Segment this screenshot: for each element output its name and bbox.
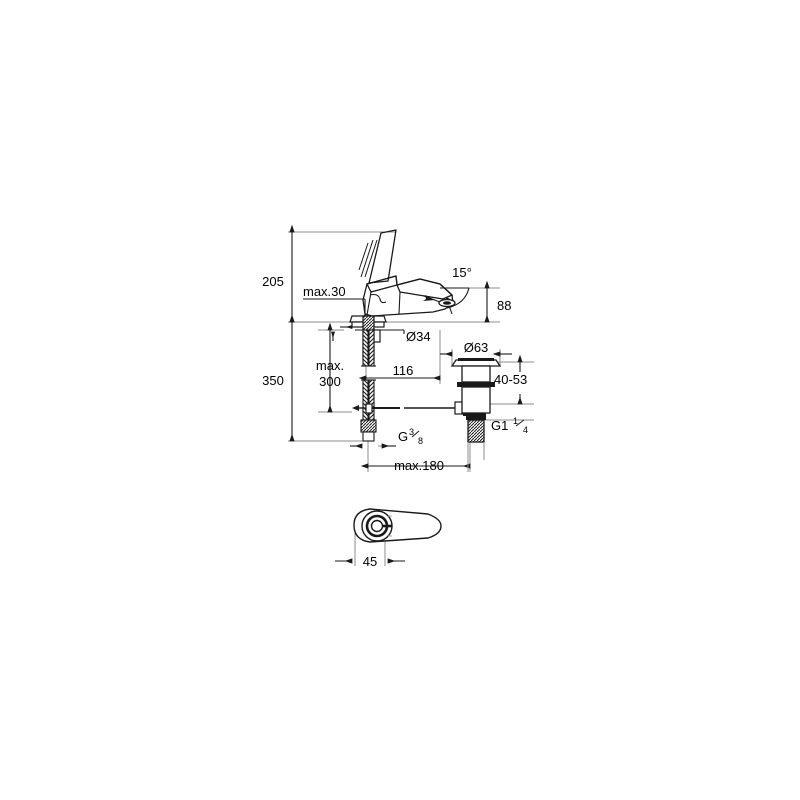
handle-top-view xyxy=(353,508,442,543)
dimension-max180: max.180 xyxy=(360,458,471,473)
dimension-g1-label: G1 xyxy=(491,418,508,433)
lever-motion-lines xyxy=(358,239,378,278)
dimension-g-3-8: G 3 8 xyxy=(350,427,423,449)
dimension-45-label: 45 xyxy=(363,554,377,569)
dimension-350: 350 xyxy=(262,314,295,442)
waste-flange-lip xyxy=(458,358,494,361)
lift-rod-pivot xyxy=(365,403,373,414)
shank-deck-arrows xyxy=(331,325,353,341)
dimension-15deg-label: 15° xyxy=(452,265,472,280)
dimension-g38-numerator: 3 xyxy=(409,427,414,437)
hose-end-fitting xyxy=(360,419,377,433)
dimension-88-label: 88 xyxy=(497,298,511,313)
dimension-205-label: 205 xyxy=(262,274,284,289)
dimension-max300: max. 300 xyxy=(316,322,344,413)
dimension-88: 88 xyxy=(484,280,511,323)
dimension-45: 45 xyxy=(335,554,405,569)
dimension-max300-label-line2: 300 xyxy=(319,374,341,389)
hose-end-nut xyxy=(362,431,375,442)
dimension-350-label: 350 xyxy=(262,373,284,388)
dimension-max30-label: max.30 xyxy=(303,284,346,299)
dimension-205: 205 xyxy=(262,224,295,323)
mounting-bracket xyxy=(373,329,381,343)
dimension-g-letter: G xyxy=(398,429,408,444)
supply-hose-left-lower xyxy=(362,379,369,421)
dimension-g1-1-4: G1 1 4 xyxy=(491,416,528,435)
dimension-g38-denominator: 8 xyxy=(418,436,423,446)
waste-extension-lines xyxy=(467,442,485,472)
dimension-dia63-label: Ø63 xyxy=(464,340,489,355)
supply-hose-left-upper xyxy=(362,329,369,367)
waste-upper-barrel xyxy=(461,365,491,383)
dimension-dia63: Ø63 xyxy=(440,340,512,357)
dimension-116-label: 116 xyxy=(393,363,414,378)
spout-top-face xyxy=(396,278,453,300)
waste-tail-collar xyxy=(466,413,486,420)
supply-hose-right-upper xyxy=(368,329,375,367)
waste-tailpiece-thread xyxy=(467,419,485,443)
faucet-front-view xyxy=(358,229,456,317)
dimension-g1-numerator: 1 xyxy=(513,416,518,426)
supply-hose-right-lower xyxy=(368,379,375,421)
dimension-g1-denominator: 4 xyxy=(523,425,528,435)
popup-waste-assembly xyxy=(450,358,502,443)
body-top-face xyxy=(366,275,398,293)
dimension-max300-label-line1: max. xyxy=(316,358,344,373)
dimension-max180-label: max.180 xyxy=(394,458,444,473)
waste-seal-ring xyxy=(457,382,495,387)
aerator-core xyxy=(443,301,451,305)
waste-lower-barrel xyxy=(461,386,491,414)
dimension-dia34-label: Ø34 xyxy=(406,329,431,344)
dimension-40-53-label: 40-53 xyxy=(494,372,527,387)
supply-hoses xyxy=(360,329,377,442)
lever-handle xyxy=(368,229,397,284)
dimension-116: 116 xyxy=(358,363,441,381)
handle-hub-core xyxy=(370,519,384,533)
lift-rod-tip xyxy=(352,405,359,411)
dimension-40-53: 40-53 xyxy=(494,354,527,405)
handle-construction-marks xyxy=(388,515,392,537)
